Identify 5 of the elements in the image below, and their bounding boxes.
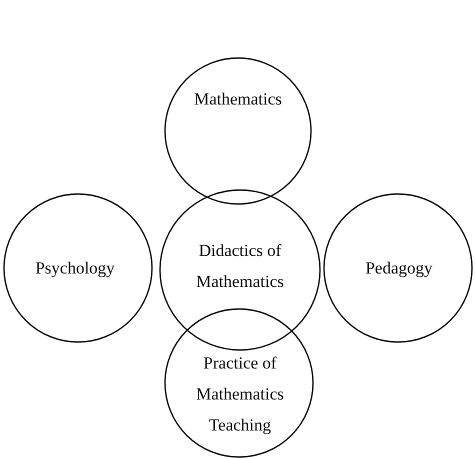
node-label: Mathematics xyxy=(193,88,283,110)
node-label: Practice of Mathematics Teaching xyxy=(195,352,285,436)
node-label: Pedagogy xyxy=(364,258,434,280)
node-label: Didactics of Mathematics xyxy=(195,240,285,293)
node-label: Psychology xyxy=(34,258,116,280)
